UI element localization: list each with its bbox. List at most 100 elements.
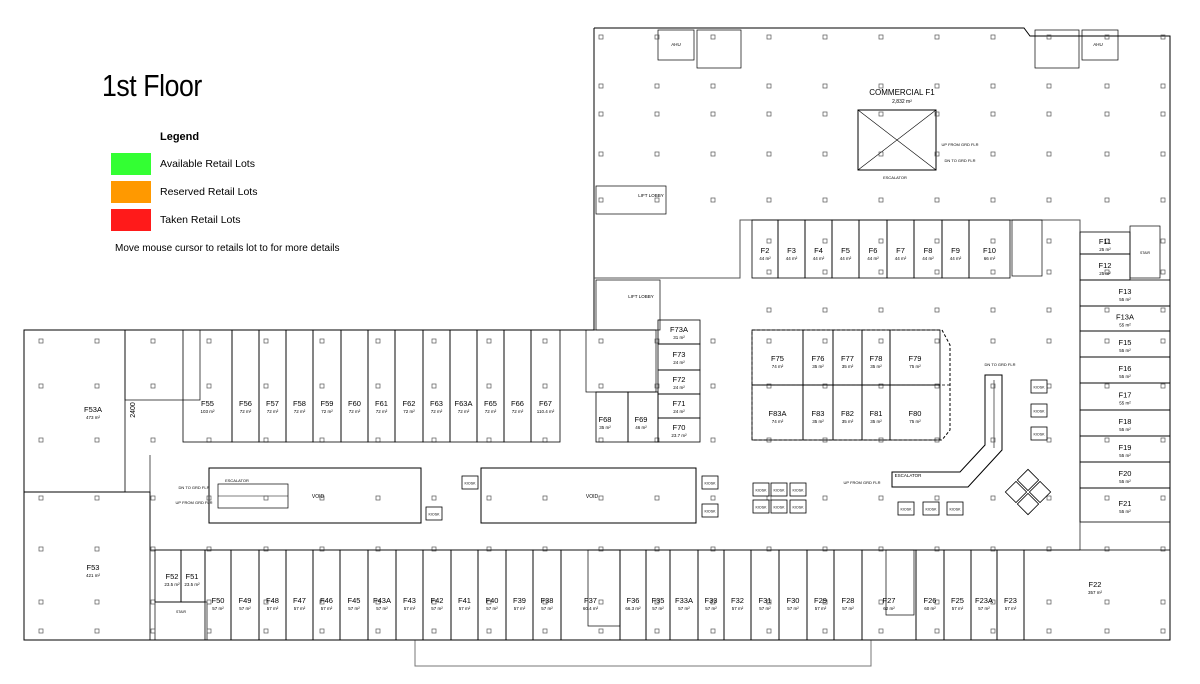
lot-outline[interactable] [339, 549, 369, 641]
lot-outline[interactable] [778, 549, 808, 641]
lot-outline[interactable] [422, 329, 451, 443]
lot-outline[interactable] [285, 549, 314, 641]
lot-outline[interactable] [23, 491, 151, 641]
lot-outline[interactable] [723, 549, 752, 641]
lot-outline[interactable] [450, 549, 479, 641]
kiosk-box[interactable] [770, 499, 788, 514]
lot-outline[interactable] [750, 549, 780, 641]
kiosk[interactable]: KIOSK [1030, 403, 1048, 418]
kiosk[interactable]: KIOSK [701, 475, 719, 490]
kiosk-box[interactable] [701, 503, 719, 518]
kiosk-box[interactable] [946, 501, 964, 516]
kiosk-box[interactable] [1030, 403, 1048, 418]
lot-outline[interactable] [285, 329, 314, 443]
lot-outline[interactable] [505, 549, 534, 641]
lot-outline[interactable] [943, 549, 972, 641]
kiosk[interactable]: KIOSK [897, 501, 915, 516]
lot-outline[interactable] [503, 329, 532, 443]
lot-outline[interactable] [258, 329, 287, 443]
kiosk-box[interactable] [789, 499, 807, 514]
lot-outline[interactable] [996, 549, 1025, 641]
kiosk[interactable]: KIOSK [701, 503, 719, 518]
lot-outline[interactable] [449, 329, 478, 443]
kiosk-box[interactable] [922, 501, 940, 516]
kiosk-box[interactable] [752, 482, 770, 497]
lot-outline[interactable] [968, 219, 1011, 279]
lot-outline[interactable] [619, 549, 647, 641]
kiosk-box[interactable] [1016, 492, 1040, 516]
lot-outline[interactable] [697, 549, 725, 641]
lot-outline[interactable] [395, 549, 424, 641]
kiosk[interactable]: KIOSK [1030, 379, 1048, 394]
lot-outline[interactable] [367, 329, 396, 443]
kiosk-box[interactable] [789, 482, 807, 497]
kiosk[interactable]: KIOSK [425, 506, 443, 521]
kiosk[interactable]: KIOSK [752, 499, 770, 514]
kiosk-box[interactable] [701, 475, 719, 490]
lot-outline[interactable] [312, 329, 342, 443]
lot-outline[interactable] [645, 549, 671, 641]
lot-outline[interactable] [833, 549, 863, 641]
lot-outline[interactable] [477, 549, 507, 641]
kiosk-box[interactable] [1028, 480, 1052, 504]
lot-outline[interactable] [889, 384, 941, 441]
lot-outline[interactable] [627, 391, 659, 443]
kiosk[interactable]: KIOSK [770, 499, 788, 514]
kiosk-box[interactable] [897, 501, 915, 516]
lot-outline[interactable] [231, 329, 260, 443]
lot-outline[interactable] [532, 549, 562, 641]
kiosk[interactable]: KIOSK [922, 501, 940, 516]
kiosk[interactable]: KIOSK [752, 482, 770, 497]
lot-outline[interactable] [182, 329, 233, 443]
lot-outline[interactable] [530, 329, 561, 443]
